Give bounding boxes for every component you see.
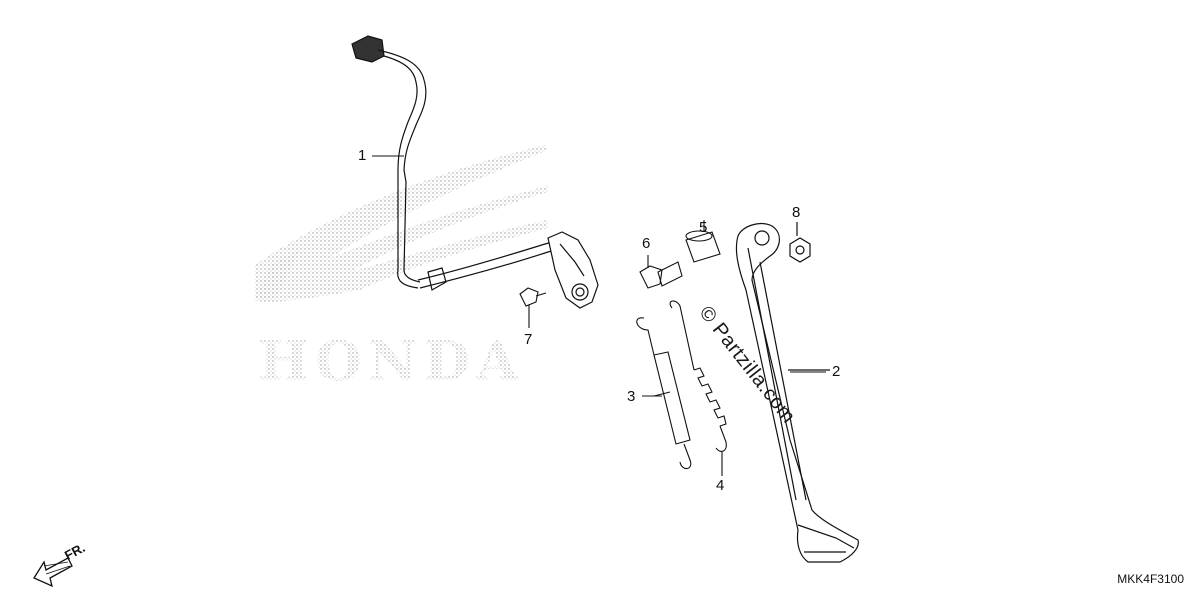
bolt-part-7 (519, 287, 547, 328)
callout-4: 4 (716, 477, 725, 494)
front-direction-arrow (33, 557, 73, 588)
svg-text:HONDA: HONDA (258, 329, 524, 393)
spring-part-3 (636, 317, 692, 470)
pivot-bolt-part-6 (639, 255, 683, 289)
side-stand-part-2 (735, 223, 859, 563)
callout-7: 7 (524, 331, 533, 348)
nut-part-8 (789, 222, 811, 263)
callout-3: 3 (627, 388, 636, 405)
collar-part-5 (685, 220, 721, 263)
honda-wordmark: HONDA (258, 329, 524, 393)
honda-wing-logo (255, 145, 548, 302)
callout-5: 5 (699, 219, 708, 236)
callout-8: 8 (792, 204, 801, 221)
side-stand-switch-harness (351, 35, 599, 309)
callout-2: 2 (832, 363, 841, 380)
diagram-reference-code: MKK4F3100 (1117, 572, 1184, 586)
leader-lines (372, 155, 826, 397)
spring-part-4 (669, 300, 727, 476)
callout-1: 1 (358, 147, 367, 164)
callout-6: 6 (642, 235, 651, 252)
